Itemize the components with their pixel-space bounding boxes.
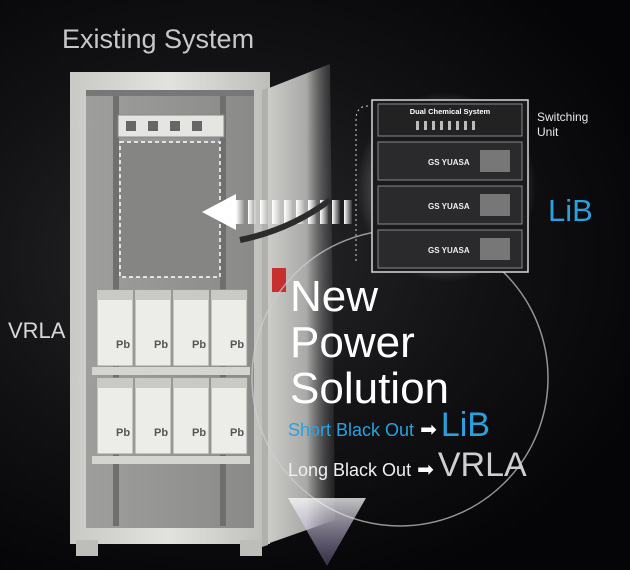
pb-label: Pb (192, 427, 206, 439)
existing-system-heading: Existing System (62, 24, 255, 54)
rack-brand: GS YUASA (428, 202, 470, 211)
long-blackout-label: Long Black Out (288, 460, 412, 480)
solution-title-line3: Solution (290, 364, 450, 413)
pb-label: Pb (154, 427, 168, 439)
solution-title-line2: Power (290, 318, 415, 367)
rack-brand: GS YUASA (428, 158, 470, 167)
right-arrow-icon: ➡ (417, 459, 434, 481)
pb-label: Pb (192, 339, 206, 351)
lib-label: LiB (548, 193, 593, 228)
down-triangle-icon (288, 498, 366, 566)
solution-title-line1: New (290, 272, 379, 321)
rack-title: Dual Chemical System (410, 107, 491, 116)
lib-rack: Dual Chemical System GS YUASA GS YUASA G… (355, 92, 536, 282)
rack-brand: GS YUASA (428, 246, 470, 255)
right-arrow-icon: ➡ (420, 419, 437, 441)
vrla-label: VRLA (8, 318, 66, 343)
pb-label: Pb (154, 339, 168, 351)
cable (239, 197, 332, 243)
vrla-batteries: Pb Pb Pb Pb Pb Pb Pb Pb (96, 289, 248, 455)
pb-label: Pb (230, 339, 244, 351)
switching-unit-label: Switching Unit (537, 110, 589, 139)
short-blackout-label: Short Black Out (288, 420, 415, 440)
long-blackout-target: VRLA (437, 446, 527, 484)
short-blackout-line: Short Black Out ➡ LiB (288, 406, 490, 445)
pb-label: Pb (230, 427, 244, 439)
pb-label: Pb (116, 339, 130, 351)
short-blackout-target: LiB (440, 406, 490, 444)
long-blackout-line: Long Black Out ➡ VRLA (288, 446, 527, 485)
pb-label: Pb (116, 427, 130, 439)
